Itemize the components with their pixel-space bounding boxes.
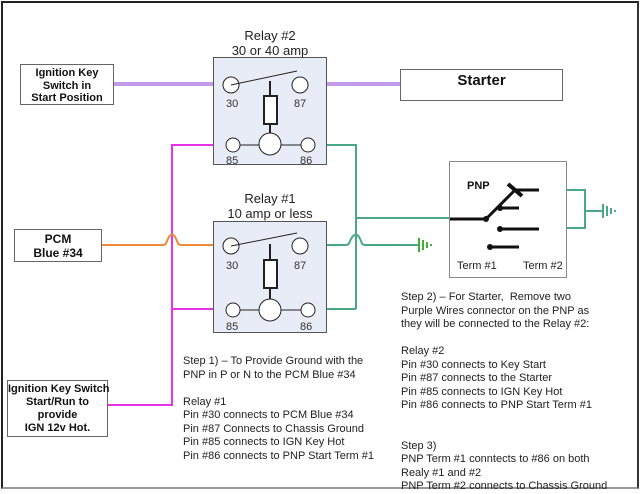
relay2: 30 87 85 86 xyxy=(213,57,327,167)
relay1-pin-87: 87 xyxy=(294,260,307,272)
relay2-pin-87: 87 xyxy=(294,98,307,110)
relay1-rating: 10 amp or less xyxy=(227,206,313,221)
pnp-term1-label: Term #1 xyxy=(457,260,497,272)
starter-box: Starter xyxy=(400,69,563,101)
relay1: 30 87 85 86 xyxy=(213,221,327,333)
pnp-term2-label: Term #2 xyxy=(523,260,563,272)
step1-notes: Step 1) – To Provide Ground with the PNP… xyxy=(183,355,374,462)
step2-step3-notes: Step 2) – For Starter, Remove two Purple… xyxy=(401,291,608,492)
wire-ign-hot xyxy=(107,144,214,406)
switch-icon xyxy=(450,182,539,250)
relay1-pin-85: 85 xyxy=(226,321,239,333)
relay1-title: Relay #1 xyxy=(244,191,296,206)
pcm-box: PCM Blue #34 xyxy=(14,229,102,262)
wire-relay1-87-to-ground xyxy=(326,233,418,246)
relay-schematic-icon xyxy=(222,70,316,156)
pnp-switch: PNP Term #1 Term #2 xyxy=(449,161,567,278)
ignition-run-box: Ignition Key Switch Start/Run to provide… xyxy=(7,380,109,437)
relay2-title: Relay #2 xyxy=(244,28,296,43)
relay1-pin-30: 30 xyxy=(226,260,239,272)
wire-relay2-86-to-pnp xyxy=(326,144,357,309)
relay2-rating: 30 or 40 amp xyxy=(231,43,309,58)
ground-icon xyxy=(418,238,432,252)
wire-pcm-to-relay1-30 xyxy=(101,233,214,246)
ground-icon xyxy=(602,204,616,218)
relay2-pin-85: 85 xyxy=(226,155,239,167)
pnp-title: PNP xyxy=(467,180,490,192)
relay2-pin-30: 30 xyxy=(226,98,239,110)
relay-schematic-icon xyxy=(222,232,316,322)
ignition-start-box: Ignition Key Switch in Start Position xyxy=(20,64,114,105)
relay1-pin-86: 86 xyxy=(300,321,313,333)
relay2-pin-86: 86 xyxy=(300,155,313,167)
